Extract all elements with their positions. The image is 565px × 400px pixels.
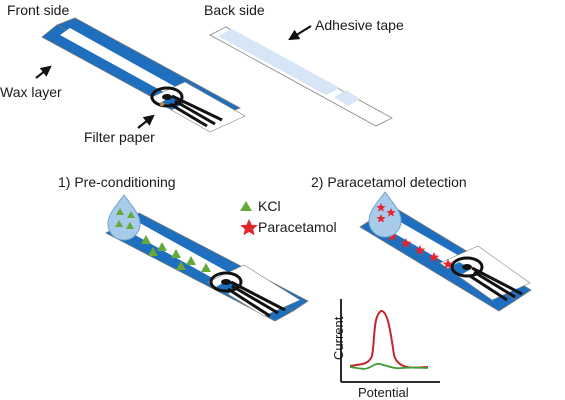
det-working-electrode	[462, 264, 472, 270]
pre-strip-end-zone	[207, 264, 301, 317]
water-drop-icon	[107, 194, 141, 241]
kcl-marker	[126, 222, 134, 229]
det-counter-electrode	[450, 256, 484, 278]
detection-heading: 2) Paracetamol detection	[311, 174, 467, 190]
electrode-lead-2	[174, 99, 216, 126]
wax-layer-label: Wax layer	[0, 84, 62, 100]
kcl-marker	[176, 261, 186, 270]
front-electrodes	[150, 86, 223, 128]
pre-strip-channel	[126, 222, 246, 290]
kcl-marker	[201, 263, 211, 272]
reference-dot	[159, 101, 165, 107]
detection-strip	[359, 191, 532, 312]
pre-electrodes	[209, 271, 286, 318]
filter-paper-arrow	[137, 114, 155, 129]
y-axis-label: Current	[331, 316, 346, 360]
det-droplet	[368, 191, 402, 238]
paracetamol-marker	[400, 238, 412, 248]
kcl-marker	[141, 235, 151, 244]
paracetamol-marker	[386, 208, 396, 217]
pre-counter-electrode	[209, 271, 243, 293]
pre-lead-1	[230, 280, 286, 312]
kcl-curve	[349, 362, 429, 370]
legend-paracetamol-label: Paracetamol	[258, 219, 337, 235]
adhesive-tape-arrow	[288, 25, 312, 41]
back-strip	[209, 26, 393, 127]
x-axis-label: Potential	[358, 385, 409, 400]
adhesive-tape-patch	[334, 90, 360, 106]
adhesive-tape-label: Adhesive tape	[315, 17, 404, 33]
det-lead-3	[469, 274, 508, 302]
pre-strip-kcl-markers	[141, 235, 211, 272]
det-lead-2	[473, 270, 516, 299]
kcl-marker	[115, 220, 123, 227]
preconditioning-strip	[105, 194, 309, 322]
pre-lead-3	[227, 287, 271, 318]
electrode-lead-3	[169, 102, 208, 128]
legend-kcl-icon	[240, 201, 252, 211]
adhesive-tape-band	[218, 29, 340, 95]
paracetamol-marker	[376, 203, 386, 212]
water-drop-icon	[368, 191, 402, 238]
paracetamol-curve	[349, 310, 429, 369]
paracetamol-marker	[376, 214, 386, 223]
paracetamol-marker	[442, 259, 454, 269]
det-strip-channel	[378, 216, 470, 270]
pre-lead-2	[231, 284, 279, 315]
back-side-label: Back side	[204, 2, 265, 18]
legend	[240, 201, 258, 236]
front-strip-channel	[60, 28, 190, 101]
kcl-marker	[127, 211, 135, 218]
front-side-label: Front side	[7, 2, 70, 18]
filter-paper-label: Filter paper	[84, 129, 155, 145]
kcl-marker	[148, 247, 158, 256]
voltammogram	[340, 299, 440, 383]
pre-droplet	[107, 194, 141, 241]
counter-electrode	[150, 86, 184, 108]
kcl-marker	[157, 242, 167, 251]
wax-layer-arrow	[35, 65, 52, 79]
legend-kcl-label: KCl	[258, 198, 281, 214]
working-electrode	[162, 94, 172, 100]
kcl-marker	[171, 249, 181, 258]
legend-paracetamol-icon	[240, 219, 258, 236]
paracetamol-marker	[414, 245, 426, 255]
electrode-lead-1	[171, 94, 223, 122]
det-electrodes	[450, 256, 523, 302]
kcl-marker	[186, 256, 196, 265]
pre-working-electrode	[221, 279, 231, 285]
det-lead-1	[471, 266, 523, 296]
preconditioning-heading: 1) Pre-conditioning	[58, 174, 176, 190]
front-strip	[41, 17, 246, 133]
kcl-marker	[116, 208, 124, 215]
pointer-arrows	[35, 25, 312, 129]
paracetamol-marker	[428, 252, 440, 262]
